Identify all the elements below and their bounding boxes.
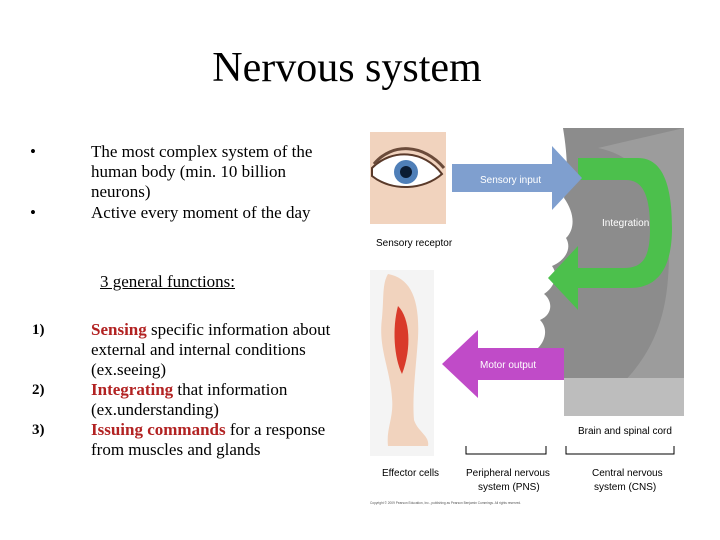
function-description: for a response from muscles and glands — [91, 420, 326, 459]
brain-spinal-label: Brain and spinal cord — [578, 426, 672, 437]
bullet-list: • The most complex system of the human b… — [30, 142, 340, 223]
sensory-input-label: Sensory input — [480, 175, 541, 186]
function-text: Issuing commands for a response from mus… — [91, 420, 332, 460]
function-term: Issuing commands — [91, 420, 226, 439]
function-item: 2) Integrating that information (ex.unde… — [32, 380, 332, 420]
function-term: Integrating — [91, 380, 174, 399]
sensory-input-arrow — [452, 146, 582, 210]
integration-arrow — [548, 158, 672, 310]
function-number: 3) — [32, 422, 45, 438]
function-number: 2) — [32, 382, 45, 398]
bullet-item: • The most complex system of the human b… — [30, 142, 340, 202]
bullet-text: The most complex system of the human bod… — [91, 142, 313, 201]
leg-illustration — [370, 270, 434, 456]
cns-label-line2: system (CNS) — [594, 482, 656, 493]
nervous-system-diagram: Sensory input Integration Sensory recept… — [370, 128, 684, 505]
function-text: Integrating that information (ex.underst… — [91, 380, 332, 420]
function-description: that information (ex.understanding) — [91, 380, 288, 419]
pns-label-line2: system (PNS) — [478, 482, 540, 493]
effector-cells-label: Effector cells — [382, 468, 439, 479]
function-description: specific information about external and … — [91, 320, 331, 379]
slide-title: Nervous system — [212, 45, 482, 91]
function-text: Sensing specific information about exter… — [91, 320, 332, 380]
bullet-text: Active every moment of the day — [91, 203, 311, 222]
motor-output-label: Motor output — [480, 360, 536, 371]
functions-subheading: 3 general functions: — [100, 272, 236, 291]
pns-label-line1: Peripheral nervous — [466, 468, 550, 479]
functions-list: 1) Sensing specific information about ex… — [32, 320, 332, 460]
integration-label: Integration — [602, 218, 649, 229]
pns-bracket — [465, 446, 547, 455]
function-item: 3) Issuing commands for a response from … — [32, 420, 332, 460]
cns-bracket — [565, 446, 675, 455]
motor-output-arrow — [442, 330, 564, 398]
bullet-marker: • — [30, 142, 36, 161]
bullet-marker: • — [30, 203, 36, 222]
neck-block — [564, 378, 684, 416]
function-number: 1) — [32, 322, 45, 338]
function-item: 1) Sensing specific information about ex… — [32, 320, 332, 380]
copyright-text: Copyright © 2009 Pearson Education, Inc.… — [370, 501, 521, 505]
cns-label-line1: Central nervous — [592, 468, 663, 479]
sensory-receptor-label: Sensory receptor — [376, 238, 453, 249]
eye-illustration — [370, 132, 446, 224]
function-term: Sensing — [91, 320, 147, 339]
bullet-item: • Active every moment of the day — [30, 203, 340, 223]
